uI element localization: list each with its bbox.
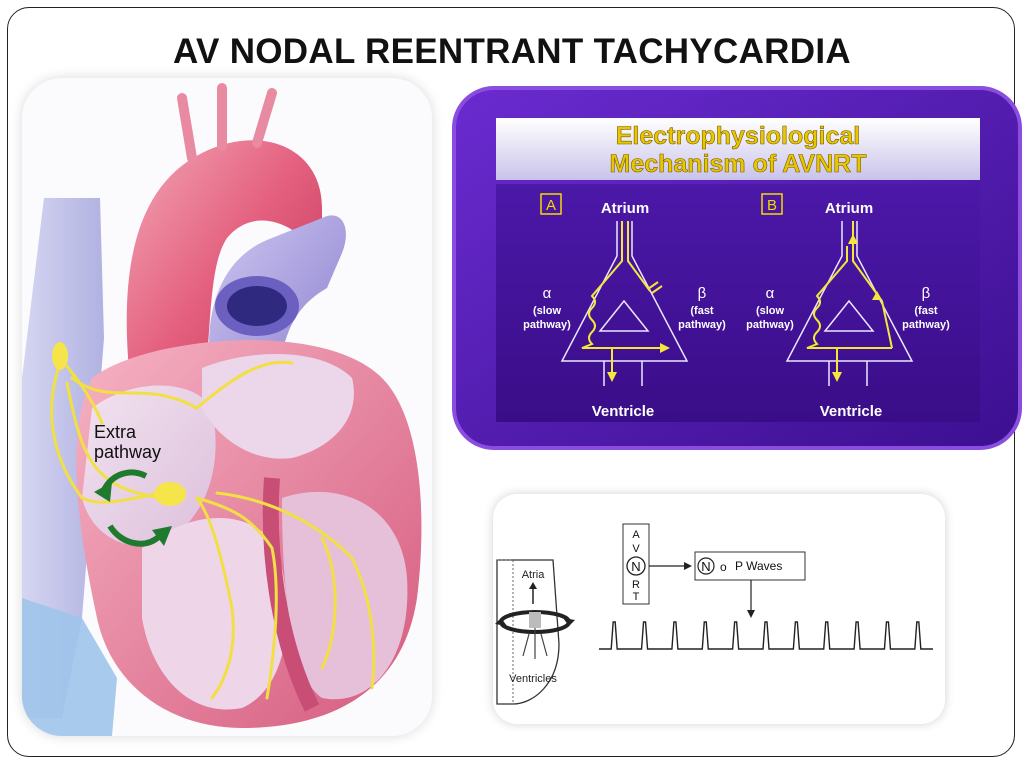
- subpanel-a-slow-1: (slow: [533, 305, 562, 317]
- subpanel-a-slow-2: pathway): [523, 319, 571, 331]
- vena-cava: [22, 198, 104, 718]
- subpanel-a-ventricle: Ventricle: [592, 403, 655, 420]
- ecg-schematic: Atria Ventricles AVNRT N o P Waves: [495, 523, 933, 705]
- ep-subpanel-a: A Atrium Ventricle α (slow pathway) β (f…: [523, 193, 726, 420]
- atria-label: Atria: [522, 569, 546, 581]
- avnrt-letter-v: V: [632, 543, 640, 555]
- p-waves-label: P Waves: [735, 559, 782, 573]
- subpanel-a-beta: β: [698, 285, 707, 302]
- ventricles-label: Ventricles: [509, 673, 557, 685]
- ep-header-line2: Mechanism of AVNRT: [610, 150, 867, 178]
- extra-pathway-label-line1: Extra: [94, 422, 137, 442]
- heart-illustration-panel: Extra pathway: [22, 78, 432, 736]
- node-n-box: N: [701, 559, 710, 574]
- subpanel-a-fast-2: pathway): [678, 319, 726, 331]
- subpanel-a-fast-1: (fast: [690, 305, 714, 317]
- subpanel-a-alpha: α: [543, 285, 552, 302]
- subpanel-b-slow-2: pathway): [746, 319, 794, 331]
- ep-inner-panel: [496, 184, 980, 422]
- subpanel-b-alpha: α: [766, 285, 775, 302]
- no-label: o: [720, 560, 727, 574]
- aorta: [126, 140, 322, 408]
- heart-illustration: Extra pathway: [22, 83, 422, 736]
- subpanel-a-tag: A: [546, 197, 556, 214]
- p-waves-box: [694, 551, 806, 581]
- avnrt-letter-a: A: [632, 529, 640, 541]
- extra-pathway-label-line2: pathway: [94, 442, 161, 462]
- avnrt-letter-t: T: [633, 591, 640, 603]
- subpanel-b-atrium: Atrium: [825, 200, 873, 217]
- subpanel-b-ventricle: Ventricle: [820, 403, 883, 420]
- subpanel-b-fast-2: pathway): [902, 319, 950, 331]
- subpanel-a-atrium: Atrium: [601, 200, 649, 217]
- subpanel-b-fast-1: (fast: [914, 305, 938, 317]
- ep-subpanel-b: B Atrium Ventricle α (slow pathway) β (f…: [746, 193, 950, 420]
- ep-header-bar: [496, 118, 980, 180]
- ep-mechanism-diagram: Electrophysiological Mechanism of AVNRT …: [452, 86, 1022, 450]
- subpanel-b-beta: β: [922, 285, 931, 302]
- ep-mechanism-panel: Electrophysiological Mechanism of AVNRT …: [452, 86, 1022, 450]
- ecg-trace: [599, 621, 933, 650]
- avnrt-letter-r: R: [632, 579, 640, 591]
- avnrt-letter-n: N: [631, 559, 640, 574]
- subpanel-b-slow-1: (slow: [756, 305, 785, 317]
- ep-header-line1: Electrophysiological: [616, 122, 861, 150]
- subpanel-b-tag: B: [767, 197, 777, 214]
- slide-title: AV NODAL REENTRANT TACHYCARDIA: [173, 32, 851, 71]
